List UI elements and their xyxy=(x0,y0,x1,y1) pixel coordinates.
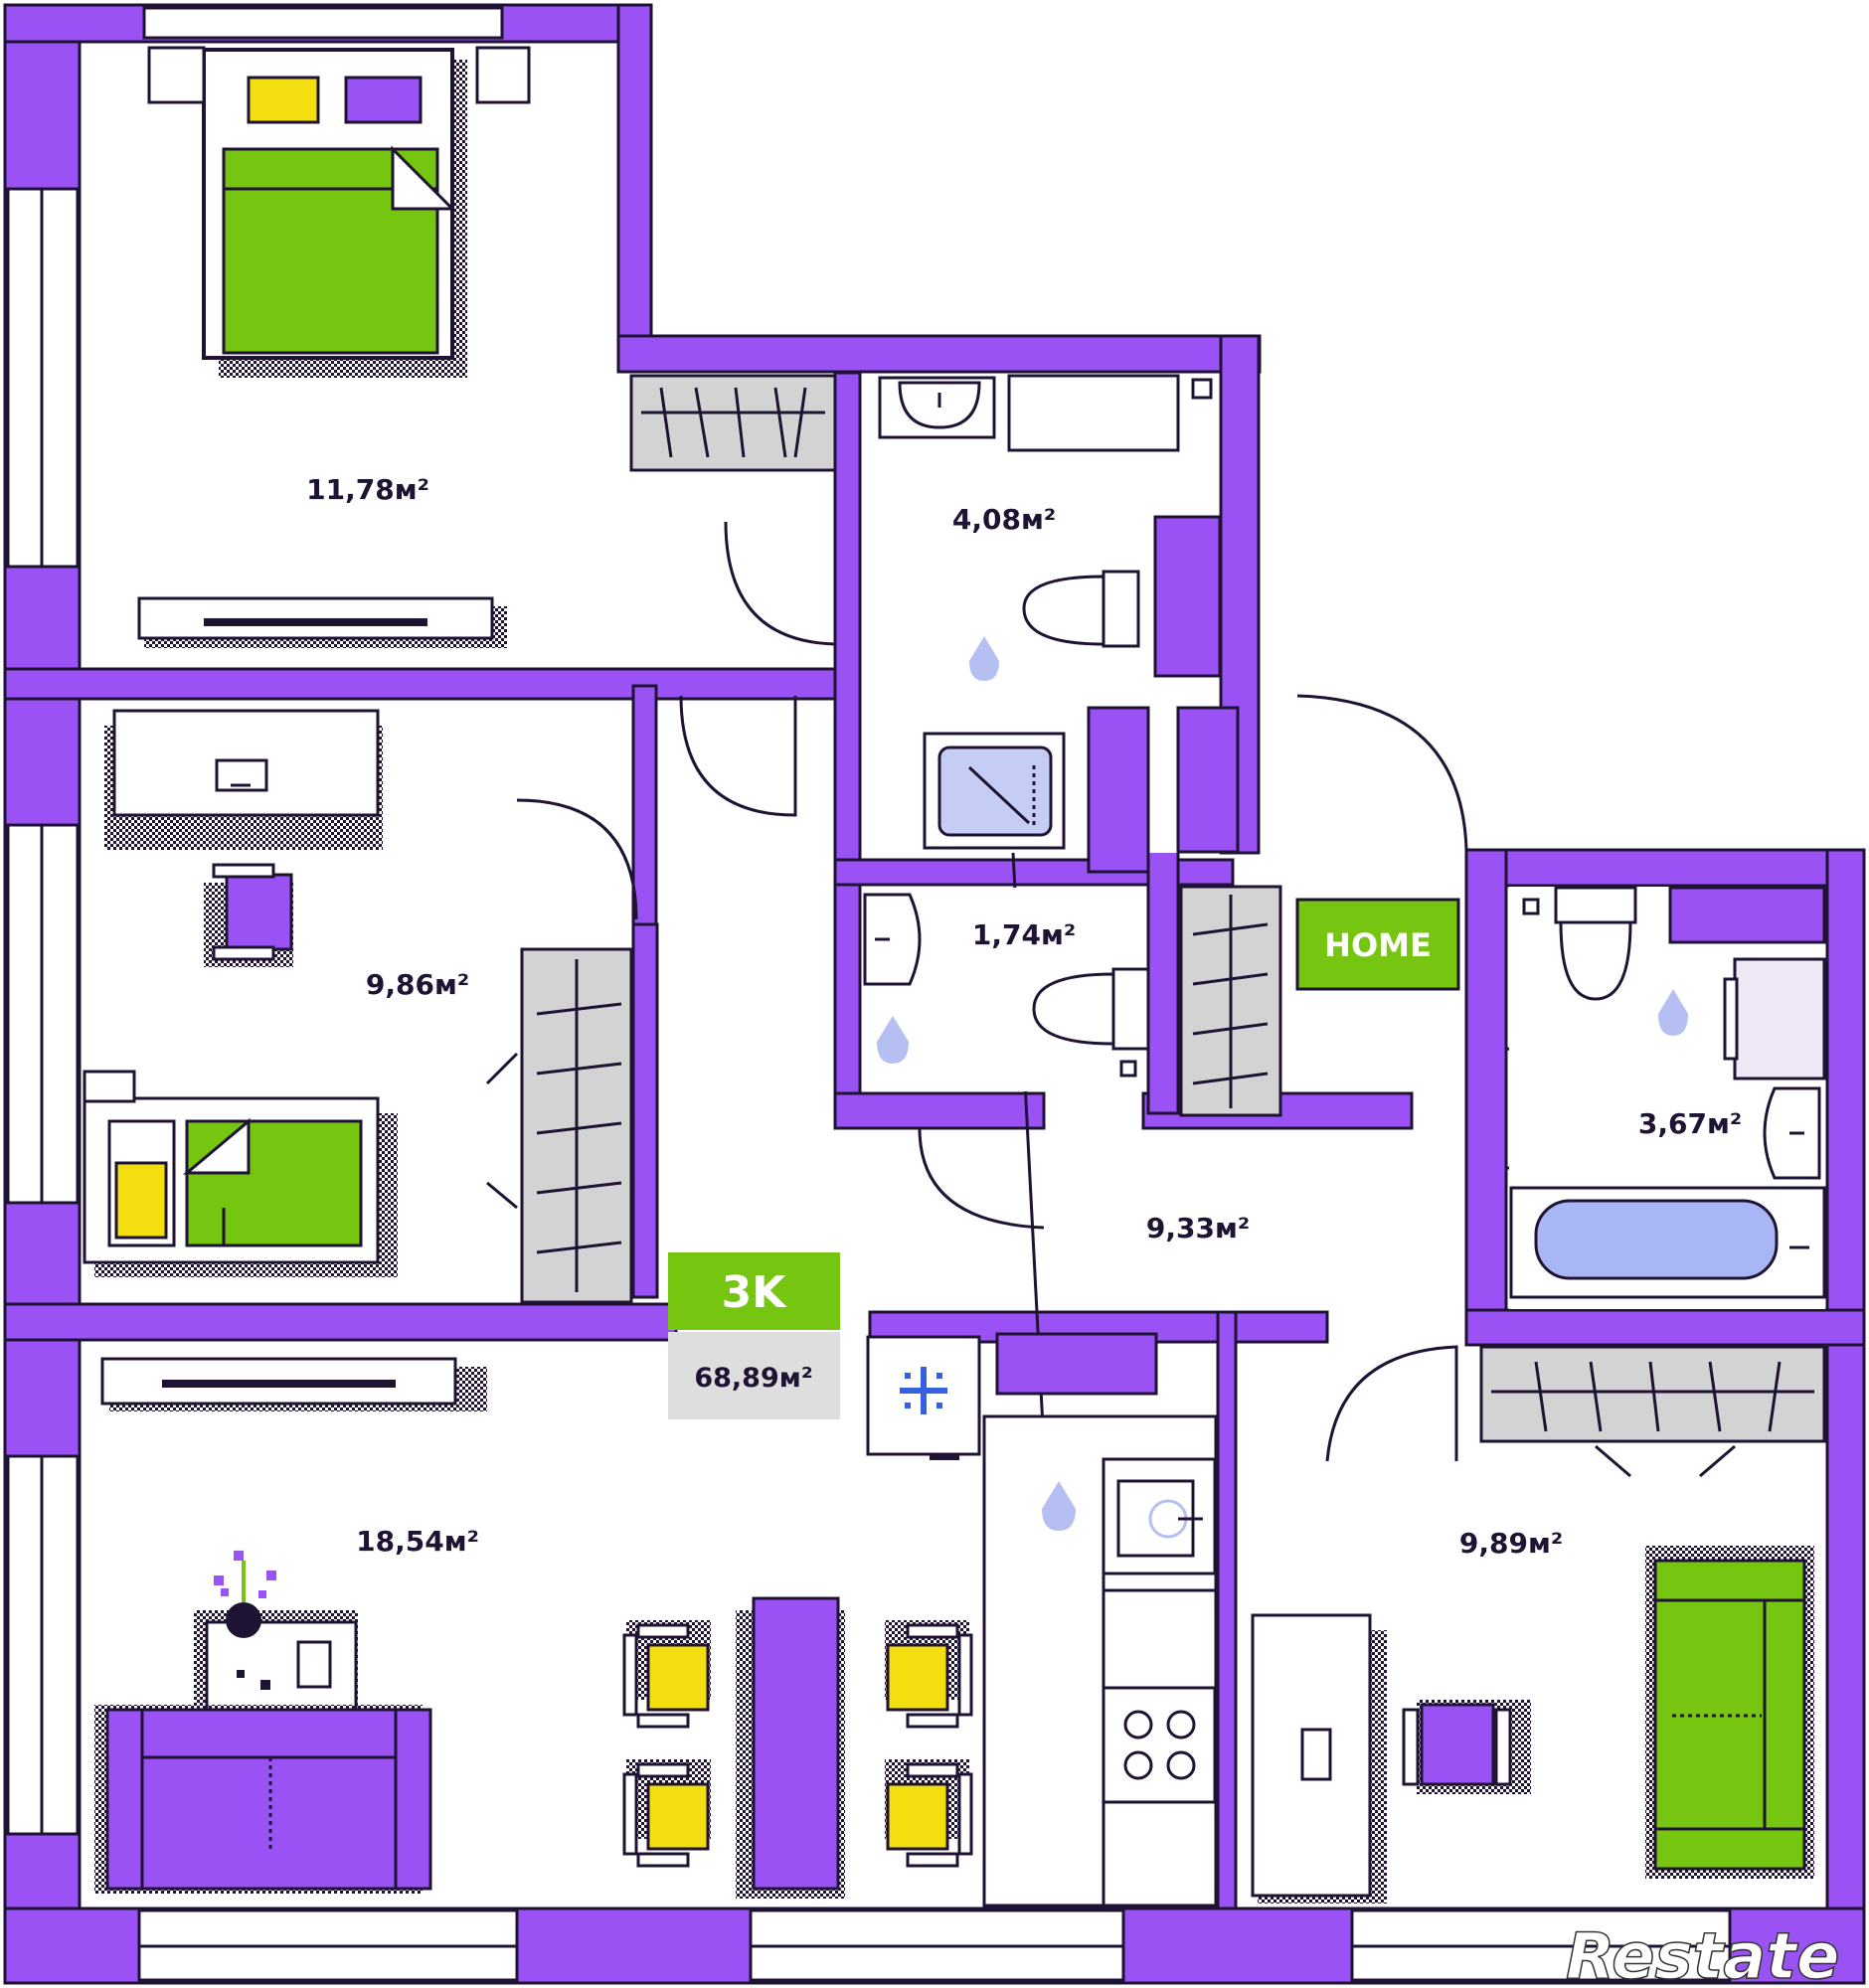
room-area-children-room: 9,86м² xyxy=(366,968,469,1001)
sink-icon xyxy=(878,376,996,439)
room-area-office-room: 9,89м² xyxy=(1459,1527,1563,1560)
vase-icon xyxy=(214,1551,276,1638)
water-drop-icon xyxy=(1042,1481,1076,1531)
pillow-icon xyxy=(114,1161,168,1240)
toilet-icon xyxy=(1554,886,1637,1001)
room-area-bathroom-1: 4,08м² xyxy=(952,503,1056,536)
home-badge: HOME xyxy=(1295,898,1460,991)
toilet-icon xyxy=(1022,570,1140,648)
toilet-icon xyxy=(1032,967,1150,1051)
brand-watermark: Restate xyxy=(1566,1920,1839,1988)
toilet-room-fixtures xyxy=(863,888,1150,1091)
nightstand-icon xyxy=(147,46,531,104)
chair-icon xyxy=(1402,1700,1531,1794)
sink-icon xyxy=(1763,1086,1821,1180)
bathroom-2-fixtures xyxy=(1509,886,1826,1309)
room-area-living-kitchen: 18,54м² xyxy=(356,1525,479,1558)
bathtub-icon xyxy=(1509,1186,1826,1299)
office-room-furniture xyxy=(1251,1546,1814,1904)
bathroom-1-fixtures xyxy=(865,374,1240,874)
sink-icon xyxy=(1102,1457,1217,1575)
room-area-bathroom-2: 3,67м² xyxy=(1638,1107,1742,1140)
pillow-icon xyxy=(247,76,320,124)
fridge-icon xyxy=(866,1335,981,1460)
sofa-icon xyxy=(1645,1546,1814,1879)
radiator-icon xyxy=(100,1357,487,1411)
pillow-icon xyxy=(344,76,423,124)
home-label: HOME xyxy=(1324,926,1432,964)
desk-icon xyxy=(104,709,383,850)
sofa-icon xyxy=(94,1705,432,1894)
room-area-bedroom: 11,78м² xyxy=(306,473,429,506)
water-drop-icon xyxy=(969,636,999,681)
total-area-label: 68,89м² xyxy=(694,1363,812,1394)
room-area-hallway: 9,33м² xyxy=(1146,1212,1250,1244)
window-icon xyxy=(142,6,504,40)
chair-icon xyxy=(622,1620,711,1729)
room-area-toilet: 1,74м² xyxy=(972,918,1076,951)
side-table-icon xyxy=(194,1610,358,1712)
bathtub-icon xyxy=(1007,374,1180,452)
snowflake-icon xyxy=(900,1367,947,1414)
apartment-type-label: 3K xyxy=(722,1267,788,1318)
stove-icon xyxy=(1102,1686,1217,1804)
bed-icon xyxy=(202,48,467,378)
chair-icon xyxy=(204,863,293,967)
shower-icon xyxy=(923,732,1066,850)
chair-icon xyxy=(885,1620,973,1729)
desk-icon xyxy=(1251,1613,1387,1904)
radiator-icon xyxy=(137,596,507,648)
windows xyxy=(6,6,1732,1982)
hanger-lines xyxy=(536,387,1814,1432)
sink-icon xyxy=(863,893,922,986)
dining-table-icon xyxy=(736,1596,845,1899)
living-kitchen-furniture xyxy=(94,1332,1218,1907)
chair-icon xyxy=(622,1759,711,1868)
water-drop-icon xyxy=(877,1016,909,1064)
bed-icon xyxy=(83,1070,398,1277)
apartment-type-badge: 3K 68,89м² xyxy=(668,1252,840,1419)
water-drop-icon xyxy=(1658,989,1688,1036)
children-room-furniture xyxy=(83,709,519,1277)
chair-icon xyxy=(885,1759,973,1868)
room-labels: 11,78м² 4,08м² 1,74м² 9,86м² 9,33м² 3,67… xyxy=(306,473,1742,1560)
